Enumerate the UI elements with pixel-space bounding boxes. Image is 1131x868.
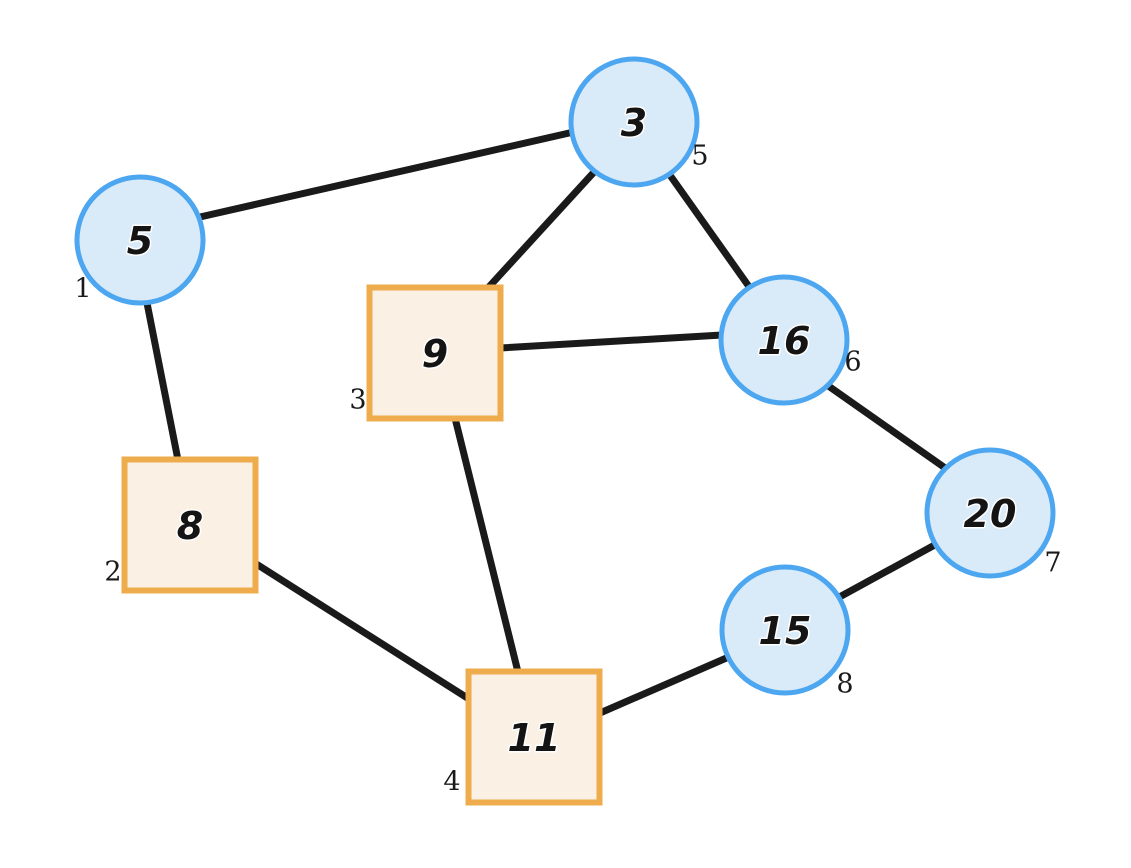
graph-node-3[interactable]: 93 xyxy=(349,284,504,422)
node-value-1: 5 xyxy=(127,219,153,263)
node-circle-8[interactable] xyxy=(719,564,851,696)
graph-node-1[interactable]: 51 xyxy=(74,174,206,306)
graph-node-2[interactable]: 82 xyxy=(104,456,259,594)
node-value-5: 3 xyxy=(621,101,647,145)
node-square-3[interactable] xyxy=(366,284,504,422)
node-circle-7[interactable] xyxy=(924,447,1056,579)
node-circle-6[interactable] xyxy=(718,274,850,406)
graph-node-8[interactable]: 15 8 xyxy=(719,564,854,700)
node-square-4[interactable] xyxy=(465,668,603,806)
edge-1-5 xyxy=(196,127,582,221)
graph-node-5[interactable]: 35 xyxy=(568,56,709,188)
node-index-label-6: 6 xyxy=(844,347,861,378)
graph-node-6[interactable]: 16 6 xyxy=(718,274,862,406)
node-value-4: 11 xyxy=(508,716,561,760)
edge-3-6 xyxy=(496,331,726,352)
edge-8-7 xyxy=(830,537,946,604)
edge-6-7 xyxy=(823,381,952,474)
edge-1-2 xyxy=(143,299,182,464)
node-circle-1[interactable] xyxy=(74,174,206,306)
edges-layer xyxy=(143,127,952,717)
node-index-label-7: 7 xyxy=(1044,548,1061,579)
edge-3-4 xyxy=(451,414,522,676)
node-index-label-3: 3 xyxy=(349,385,366,416)
node-value-6: 16 xyxy=(758,319,811,363)
node-value-8: 15 xyxy=(759,609,812,653)
node-value-2: 8 xyxy=(177,504,203,548)
edge-4-8 xyxy=(596,652,735,717)
node-index-label-4: 4 xyxy=(443,767,460,798)
node-circle-5[interactable] xyxy=(568,56,700,188)
edge-5-3 xyxy=(483,167,599,293)
graph-node-4[interactable]: 11 4 xyxy=(443,668,603,806)
graph-node-7[interactable]: 20 7 xyxy=(924,447,1062,579)
node-index-label-8: 8 xyxy=(836,669,853,700)
edge-5-6 xyxy=(663,167,754,292)
node-index-label-2: 2 xyxy=(104,557,121,588)
node-square-2[interactable] xyxy=(121,456,259,594)
node-value-3: 9 xyxy=(422,332,448,376)
node-index-label-1: 1 xyxy=(74,274,91,305)
node-value-7: 20 xyxy=(964,492,1017,536)
node-index-label-5: 5 xyxy=(691,141,708,172)
edge-2-4 xyxy=(246,556,473,703)
